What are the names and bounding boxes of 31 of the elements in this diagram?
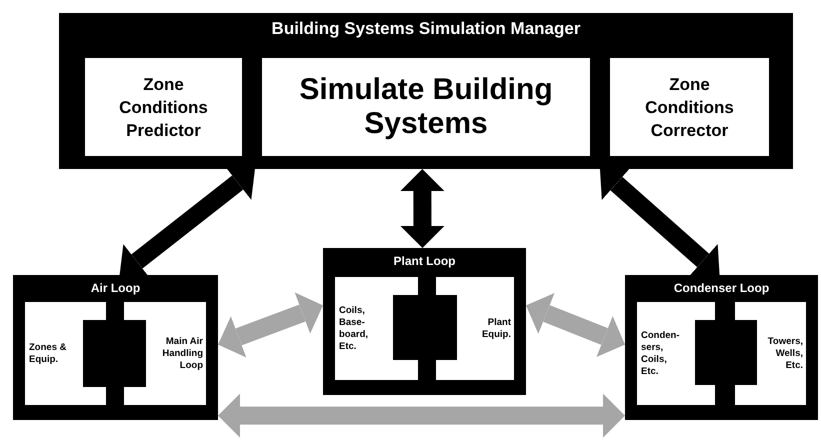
box-label: Coils, Base-board, Etc.	[339, 304, 370, 352]
process-box	[25, 302, 83, 405]
panel-heading: Plant Loop	[392, 253, 456, 269]
double-arrow	[218, 292, 323, 358]
panel-heading: Condenser Loop	[672, 280, 770, 296]
process-box	[610, 58, 769, 156]
box-label: Main Air Handling Loop	[161, 336, 203, 372]
process-box	[85, 58, 242, 156]
box-label: Conden-sers, Coils, Etc.	[641, 330, 681, 378]
manager-panel	[59, 13, 793, 169]
loop-panel	[13, 275, 218, 420]
loop-panel	[625, 275, 818, 420]
process-box	[457, 277, 514, 380]
double-arrow	[400, 169, 444, 248]
box-label: Towers, Wells, Etc.	[766, 336, 803, 372]
box-label: Zones & Equip.	[29, 342, 68, 366]
box-label: Plant Equip.	[480, 316, 511, 340]
process-box	[335, 277, 393, 380]
box-label: Zone Conditions Corrector	[644, 74, 735, 142]
process-box	[262, 58, 590, 156]
double-arrow	[526, 293, 625, 357]
process-box	[637, 302, 695, 405]
box-label: Simulate Building Systems	[298, 73, 554, 141]
panel-heading: Building Systems Simulation Manager	[270, 18, 582, 40]
double-arrow	[600, 167, 720, 277]
double-arrow	[218, 394, 625, 438]
process-box	[757, 302, 806, 405]
process-box	[146, 302, 206, 405]
box-label: Zone Conditions Predictor	[118, 74, 209, 142]
loop-panel	[323, 248, 526, 395]
panel-heading: Air Loop	[90, 280, 142, 296]
